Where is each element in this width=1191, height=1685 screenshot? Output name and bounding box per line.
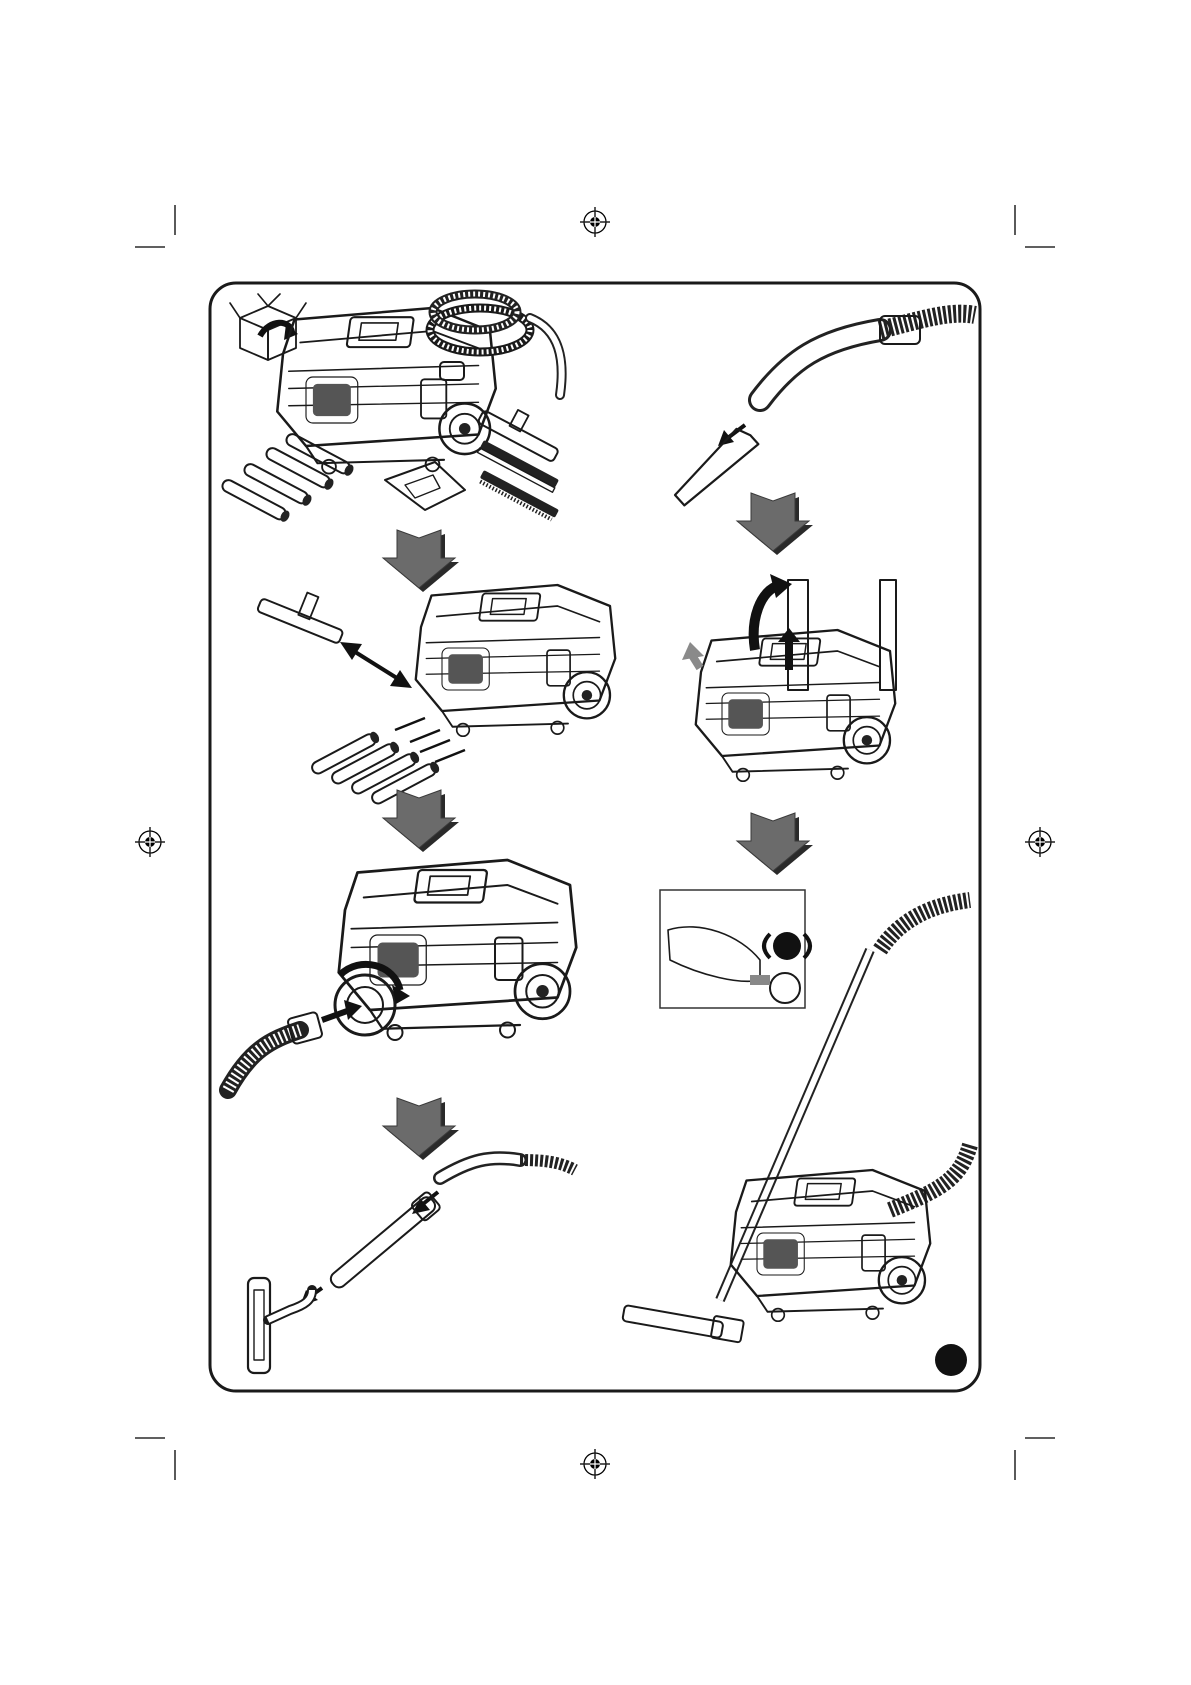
hose-handle <box>440 1158 575 1178</box>
figure-frame <box>210 283 980 1391</box>
registration-mark-left <box>135 827 165 857</box>
squeegee-nozzle <box>477 440 559 492</box>
step-arrow-r1 <box>737 493 813 555</box>
registration-mark-bottom <box>580 1449 610 1479</box>
registration-mark-right <box>1025 827 1055 857</box>
step-arrow-1 <box>383 530 459 592</box>
extension-tubes <box>220 432 355 523</box>
floor-nozzle-2 <box>257 578 352 644</box>
floor-nozzle-r4 <box>622 1300 744 1343</box>
floor-nozzle-4 <box>248 1278 312 1373</box>
extension-tubes-2 <box>310 730 441 805</box>
vacuum-body-2 <box>416 585 616 736</box>
registration-mark-top <box>580 207 610 237</box>
step-arrow-3 <box>383 1098 459 1160</box>
crevice-tool-2 <box>670 425 759 509</box>
step-attach-crevice-tool <box>670 314 975 509</box>
step-arrow-2 <box>383 790 459 852</box>
step-lock-castor <box>660 890 810 1008</box>
hose-cuff <box>228 1012 323 1090</box>
vacuum-body-r2 <box>696 630 896 781</box>
step-accessory-storage <box>257 578 615 806</box>
step-connect-hose <box>228 860 576 1090</box>
step-unpack <box>220 294 566 523</box>
double-arrow-icon <box>340 642 412 688</box>
vacuum-body-3 <box>339 860 577 1040</box>
box-unpack-icon <box>230 294 306 360</box>
step-arrow-r2 <box>737 813 813 875</box>
step-assemble-wand <box>248 1158 575 1373</box>
step-open-lid <box>682 574 896 781</box>
page-badge <box>935 1344 967 1376</box>
crop-marks <box>135 205 1055 1480</box>
crevice-tool <box>385 462 465 510</box>
